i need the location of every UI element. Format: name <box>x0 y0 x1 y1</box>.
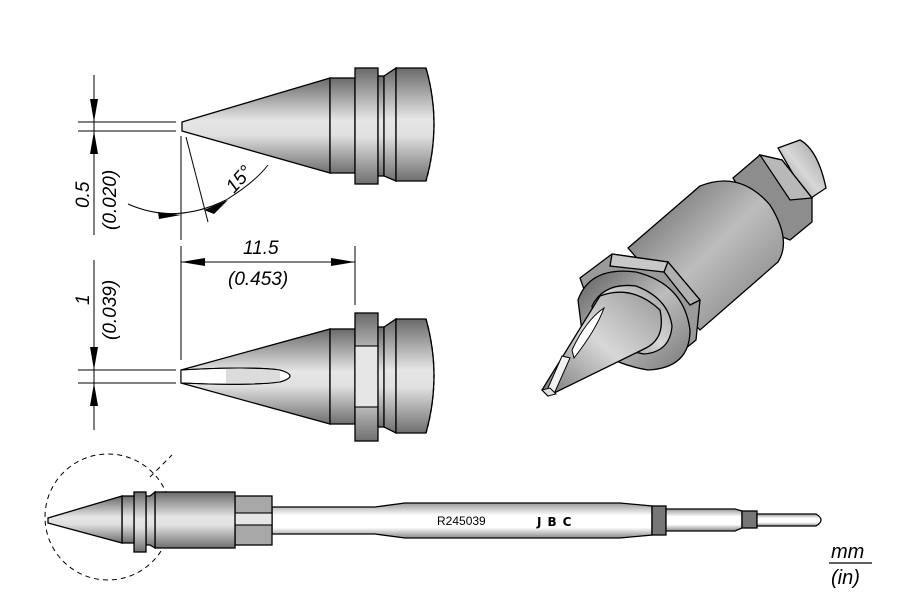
arrow-down-icon <box>90 99 98 122</box>
full-cartridge-view: R245039 JBC <box>44 453 822 581</box>
isometric-view <box>541 139 827 397</box>
arrow-down-icon <box>90 347 98 370</box>
middle-side-view: 1 (0.039) 11.5 (0.453) <box>73 238 435 442</box>
band-dark <box>741 510 758 529</box>
body <box>395 318 435 434</box>
dim-angle: 15° <box>222 162 257 198</box>
break-line <box>425 318 435 434</box>
dim-length-in: (0.453) <box>228 269 288 290</box>
dim-length-mm: 11.5 <box>243 238 279 259</box>
break-line <box>425 67 435 182</box>
dim-tip-width-mm: 0.5 <box>73 181 94 208</box>
dim-tip-thickness-in: (0.039) <box>100 280 121 340</box>
pin <box>756 513 822 527</box>
groove <box>377 75 385 177</box>
brand-logo: JBC <box>536 515 577 529</box>
band-dark <box>651 505 667 536</box>
dim-tip-thickness-mm: 1 <box>73 294 94 305</box>
collar <box>329 328 356 425</box>
collar <box>329 77 356 174</box>
top-side-view: 0.5 (0.020) 15° <box>73 66 435 240</box>
arrow-left-icon <box>181 258 205 266</box>
body <box>395 67 435 182</box>
groove <box>377 326 385 428</box>
flange <box>354 67 379 185</box>
taper <box>383 66 397 182</box>
units-legend: mm (in) <box>829 541 872 589</box>
arrow-up-icon <box>90 131 98 154</box>
angle-arrow-right-icon <box>204 200 228 214</box>
unit-secondary: (in) <box>831 567 860 589</box>
cone-tip <box>181 77 331 174</box>
iso-cone <box>541 291 663 397</box>
angle-arrow-left-icon <box>158 212 181 219</box>
dim-tip-width-in: (0.020) <box>100 170 121 230</box>
cartridge-body <box>154 491 236 549</box>
arrow-right-icon <box>331 258 355 266</box>
arrow-up-icon <box>90 383 98 406</box>
taper <box>383 317 397 435</box>
part-number: R245039 <box>437 514 486 528</box>
unit-primary: mm <box>831 541 864 563</box>
cylinder-body <box>627 180 784 331</box>
tip-cone <box>47 495 123 544</box>
flange <box>133 491 147 553</box>
